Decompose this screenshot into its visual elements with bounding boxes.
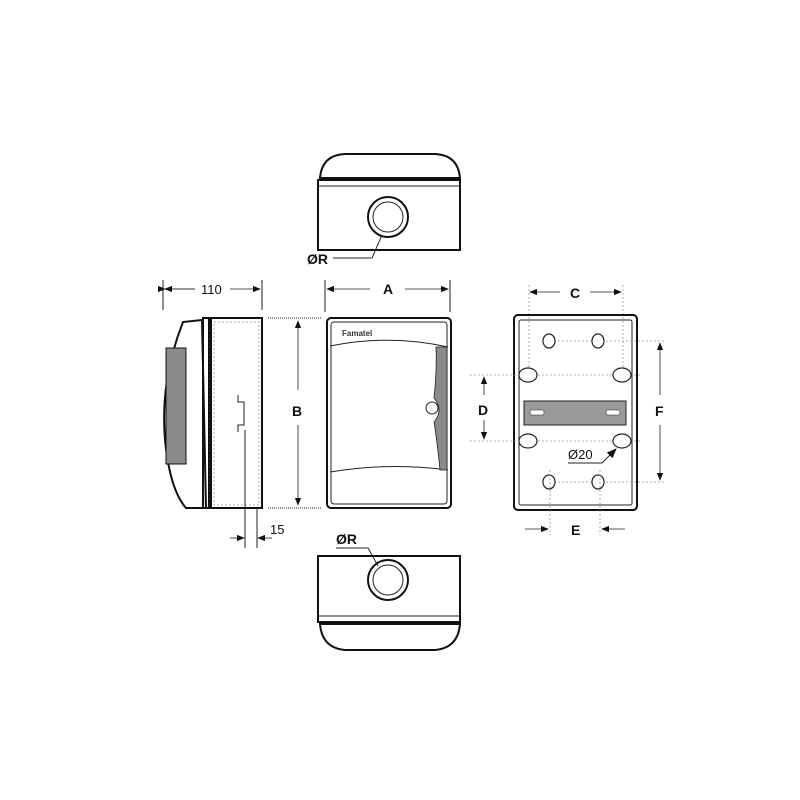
door-window (165, 347, 187, 465)
mounting-holes (518, 333, 632, 490)
side-view: 110 15 (157, 280, 284, 548)
height-label: B (292, 403, 302, 419)
entry-top-label: ØR (307, 251, 328, 267)
hole-diameter-label: Ø20 (568, 447, 593, 462)
brand-label: Famatel (342, 329, 372, 338)
back-view: C D F Ø20 E (470, 285, 665, 538)
rail-offset-label: 15 (270, 522, 284, 537)
dim-f-label: F (655, 403, 664, 419)
dim-d-label: D (478, 402, 488, 418)
dim-c-label: C (570, 285, 580, 301)
door-latch (425, 401, 439, 415)
door-handle-strip (433, 346, 448, 471)
depth-label: 110 (201, 282, 222, 297)
dim-e-label: E (571, 522, 580, 538)
front-view: A B Famatel (268, 280, 452, 509)
width-label: A (383, 281, 393, 297)
top-view: ØR (307, 153, 462, 267)
bottom-view: ØR (317, 531, 462, 651)
entry-bottom-label: ØR (336, 531, 357, 547)
